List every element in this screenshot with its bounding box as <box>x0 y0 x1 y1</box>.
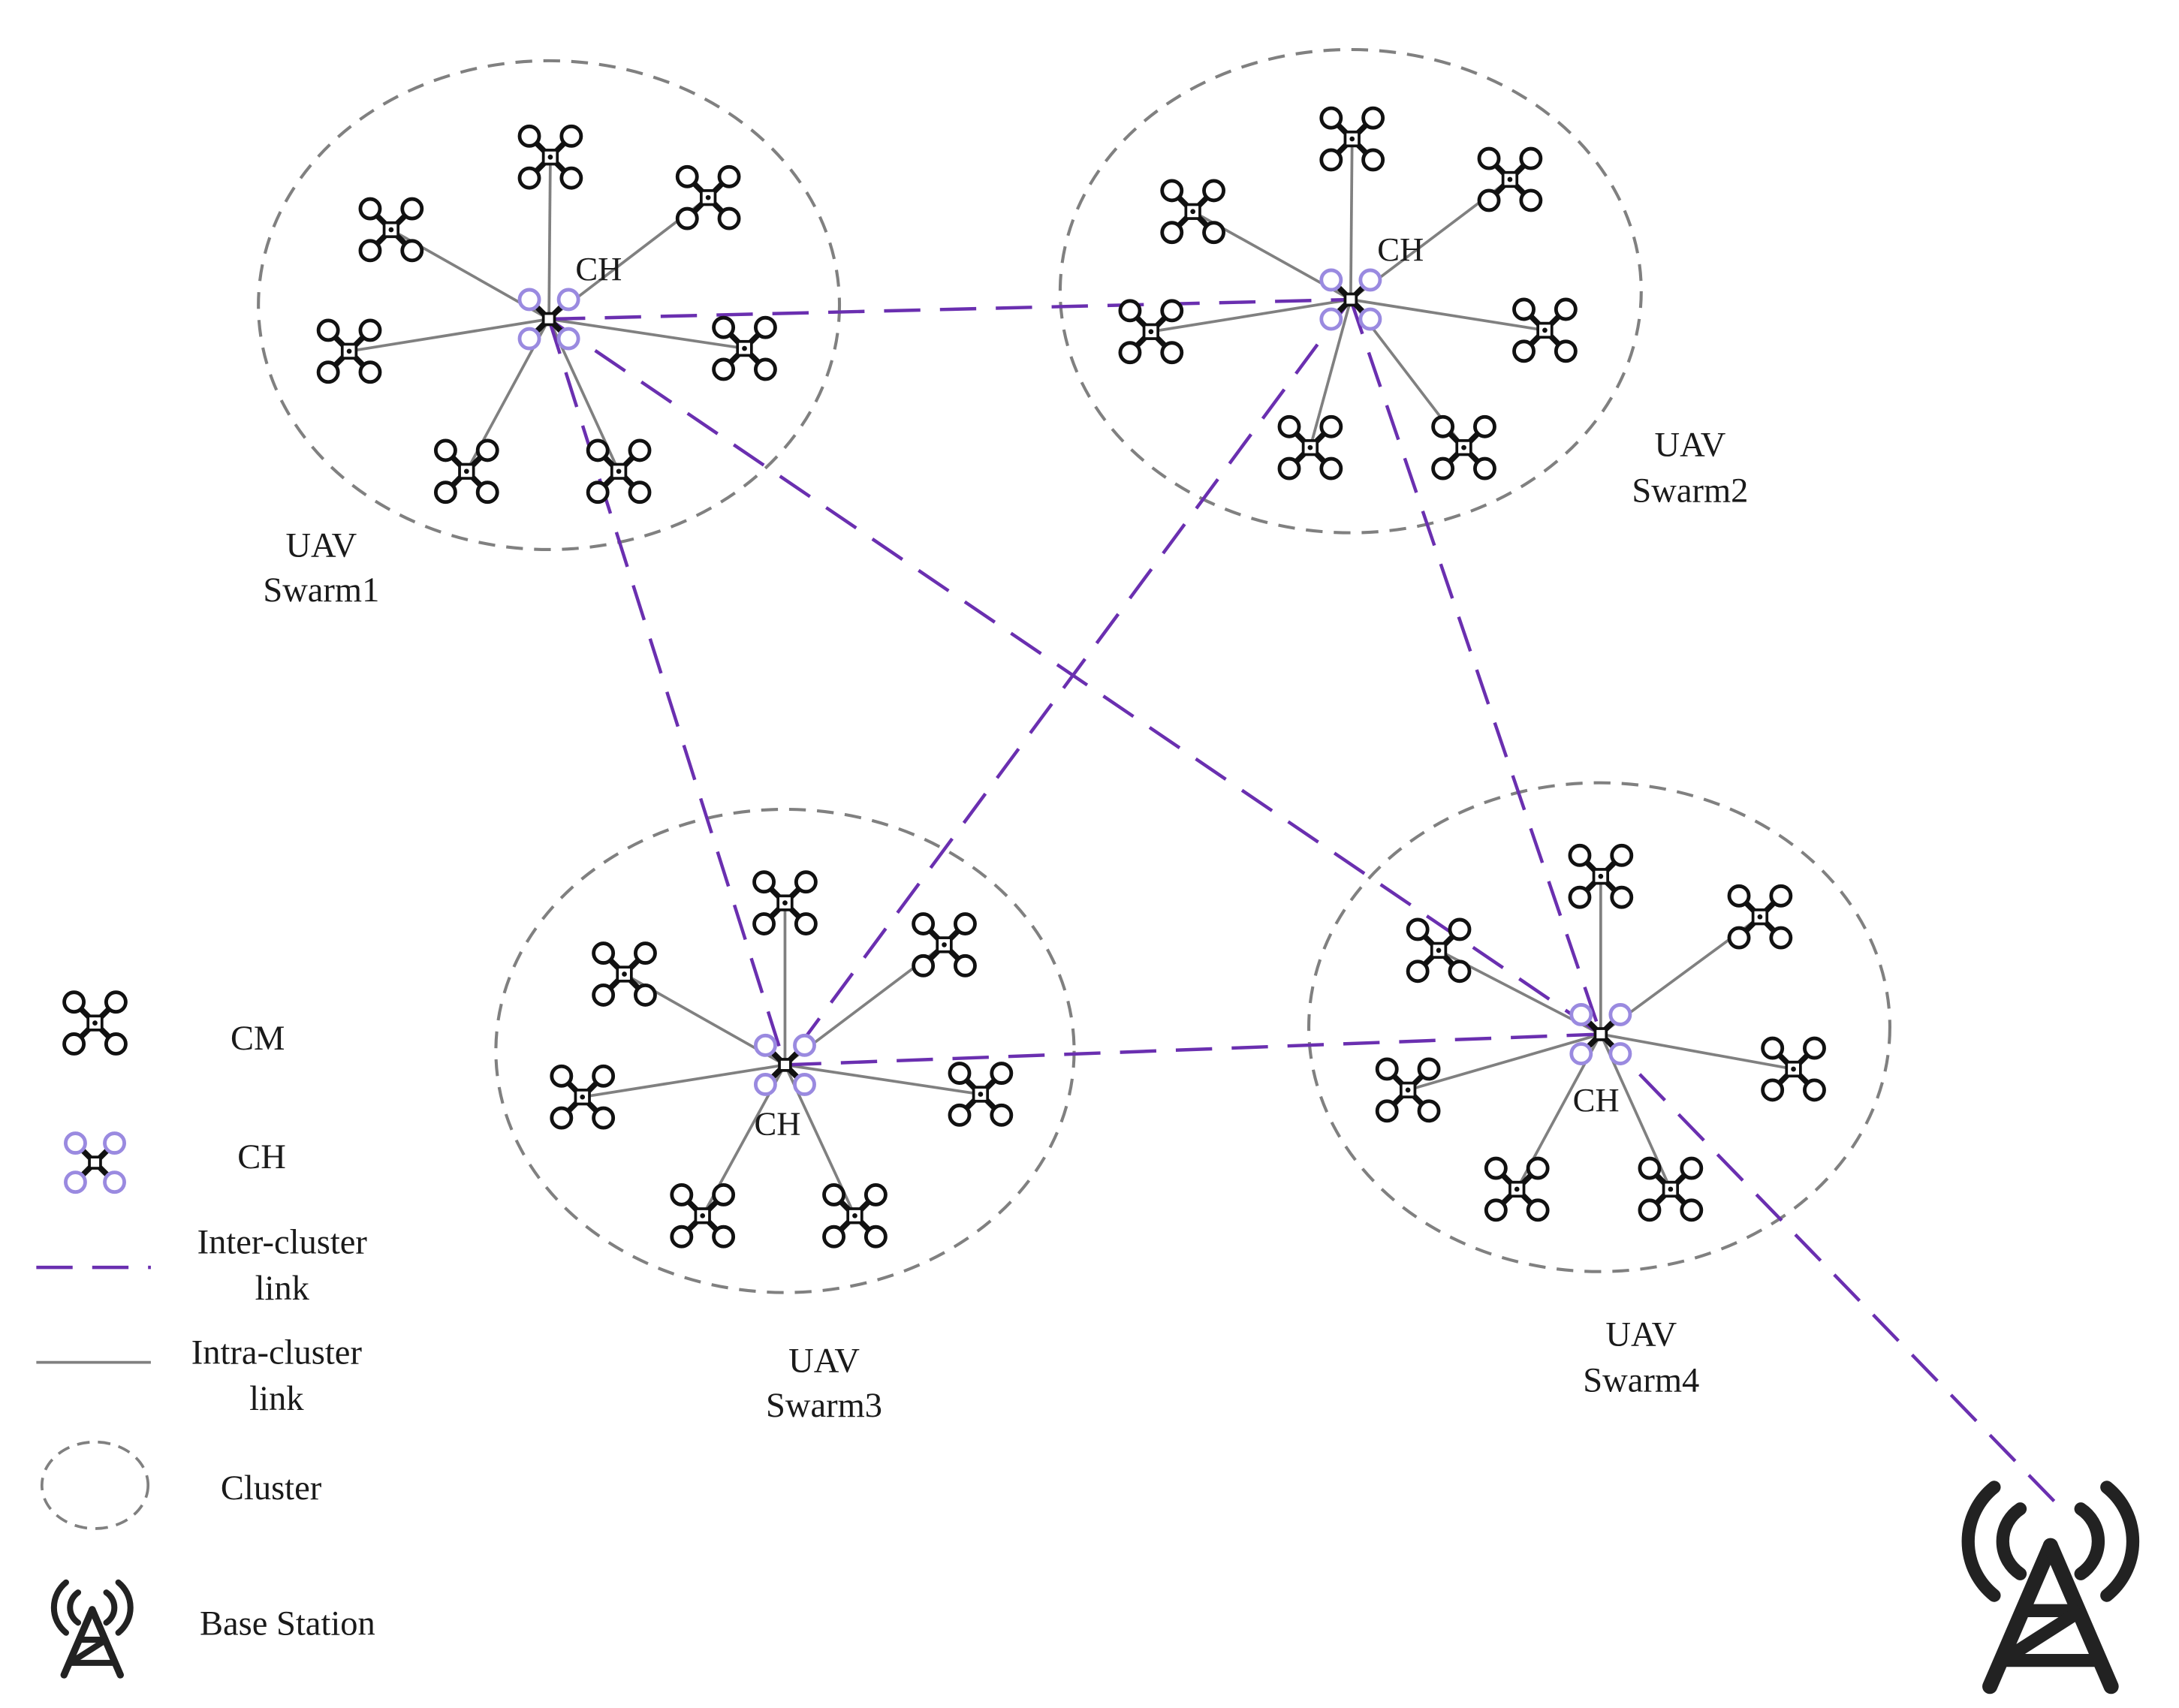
legend-inter-label-line1: Inter-cluster <box>197 1224 368 1262</box>
cm-drone-icon <box>1433 417 1495 478</box>
cm-drone-icon <box>1763 1038 1825 1100</box>
cm-drone-icon <box>1408 920 1469 981</box>
cm-drone-icon <box>950 1064 1011 1125</box>
cm-drone-icon <box>1640 1158 1701 1220</box>
cm-drone-icon <box>552 1066 613 1128</box>
cm-drone-icon <box>318 321 380 382</box>
cm-drone-icon <box>677 167 739 228</box>
cluster-swarm2 <box>1058 47 1643 535</box>
legend-base-station-icon <box>54 1583 131 1675</box>
legend-cm-label: CM <box>231 1020 285 1058</box>
ch-label-swarm2: CH <box>1377 230 1424 268</box>
cm-drone-icon <box>824 1185 886 1246</box>
swarm1-label-line2: Swarm1 <box>263 571 379 610</box>
legend: CM CH Inter-cluster link Intra-cluster l… <box>36 993 375 1675</box>
swarm4-label-line1: UAV <box>1605 1315 1677 1354</box>
cluster-swarm4 <box>1307 781 1891 1273</box>
ch-label-swarm1: CH <box>575 250 622 288</box>
inter-cluster-links <box>547 297 2066 1514</box>
cm-drone-icon <box>1729 886 1791 947</box>
legend-intra-label-line1: Intra-cluster <box>191 1333 363 1372</box>
cm-drone-icon <box>594 944 656 1005</box>
legend-cm-icon <box>65 993 126 1054</box>
swarm3-label-line2: Swarm3 <box>766 1387 882 1425</box>
legend-intra-label-line2: link <box>249 1380 304 1418</box>
cm-drone-icon <box>714 318 776 379</box>
swarm2-label-line1: UAV <box>1655 426 1726 464</box>
cm-drone-icon <box>672 1185 734 1246</box>
cm-drone-icon <box>914 914 975 975</box>
legend-ch-icon <box>65 1134 124 1192</box>
legend-ch-label: CH <box>237 1138 286 1176</box>
swarm2-label-line2: Swarm2 <box>1632 472 1748 511</box>
cm-drone-icon <box>1162 181 1224 242</box>
legend-inter-label-line2: link <box>255 1270 310 1308</box>
legend-cluster-label: Cluster <box>221 1469 322 1508</box>
cm-drone-icon <box>1120 301 1182 363</box>
swarm1-label-line1: UAV <box>285 526 357 565</box>
ch-label-swarm3: CH <box>755 1104 801 1142</box>
cm-drone-icon <box>1279 417 1341 478</box>
cm-drone-icon <box>1377 1059 1439 1121</box>
legend-base-station-label: Base Station <box>200 1604 375 1643</box>
cm-drone-icon <box>435 441 497 502</box>
cluster-swarm1 <box>257 59 842 552</box>
cm-drone-icon <box>1486 1158 1548 1220</box>
cm-drone-icon <box>360 199 422 261</box>
cluster-swarm3 <box>494 807 1076 1294</box>
legend-cluster-icon <box>40 1440 150 1530</box>
cm-drone-icon <box>1479 149 1541 210</box>
cm-drone-icon <box>588 441 649 502</box>
cm-drone-icon <box>1514 300 1576 361</box>
swarm4-label-line2: Swarm4 <box>1583 1362 1699 1400</box>
swarm3-label-line1: UAV <box>788 1342 860 1381</box>
base-station-tower-icon <box>1968 1487 2132 1686</box>
ch-label-swarm4: CH <box>1573 1081 1620 1119</box>
